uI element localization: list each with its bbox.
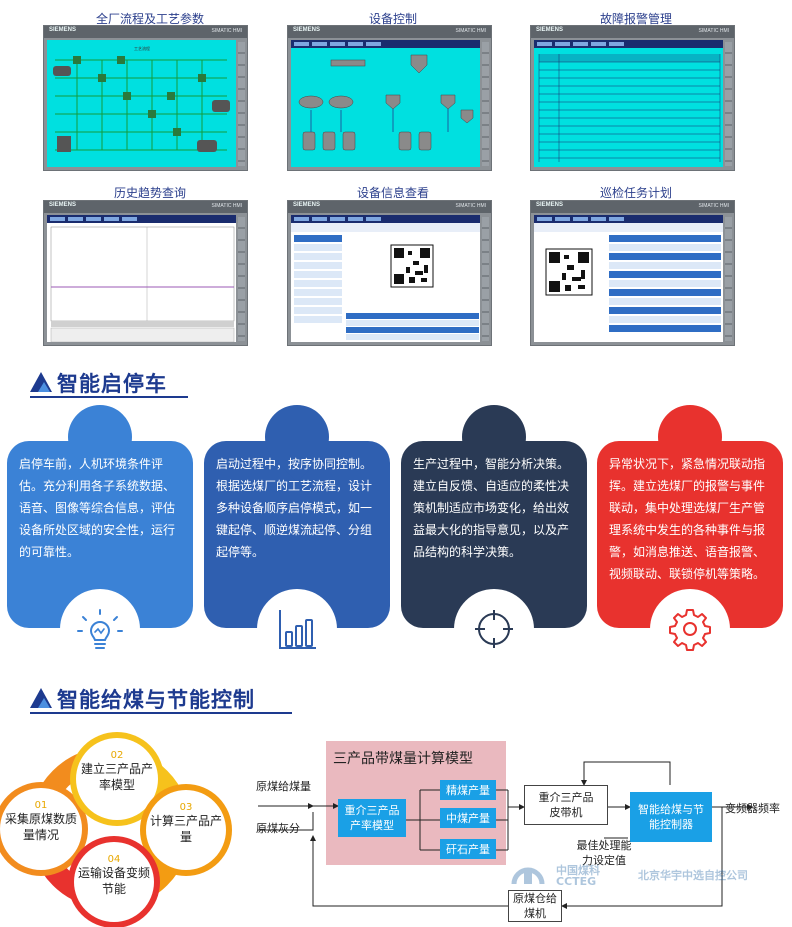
card-text: 启停车前，人机环境条件评估。充分利用各子系统数据、语音、图像等综合信息，评估设备…: [19, 457, 176, 559]
step-label: 运输设备变频节能: [77, 866, 150, 896]
step-label: 采集原煤数质量情况: [4, 812, 77, 842]
card-smart-decision: 生产过程中，智能分析决策。建立自反馈、自适应的柔性决策机制适应市场变化，给出效益…: [401, 391, 587, 669]
model-title: 三产品带煤量计算模型: [333, 751, 473, 767]
clean-coal-output: 精煤产量: [440, 780, 496, 800]
brand-label: SIEMENS: [536, 202, 564, 208]
hmi-label: SIMATIC HMI: [698, 203, 729, 209]
screen-content: [534, 40, 723, 167]
card-emergency-linkage: 异常状况下，紧急情况联动指挥。建立选煤厂的报警与事件联动，集中处理选煤厂生产管理…: [597, 391, 783, 669]
step-number: 01: [34, 800, 48, 811]
hmi-screen-device-info[interactable]: SIEMENS SIMATIC HMI: [287, 200, 492, 346]
screen-title: 设备信息查看: [356, 186, 429, 200]
screen-content: 工艺流程: [47, 40, 236, 167]
gear-icon: [669, 609, 711, 651]
vfd-frequency-label: 变频器频率: [725, 802, 780, 815]
hmi-label: SIMATIC HMI: [455, 28, 486, 34]
screen-content: [534, 215, 723, 342]
hmi-label: SIMATIC HMI: [211, 28, 242, 34]
step-collect-coal-data: 01 采集原煤数质量情况: [0, 788, 82, 870]
card-text: 生产过程中，智能分析决策。建立自反馈、自适应的柔性决策机制适应市场变化，给出效益…: [413, 457, 570, 559]
middling-output: 中煤产量: [440, 808, 496, 828]
screen-content: [291, 40, 480, 167]
step-label: 计算三产品产量: [149, 814, 222, 844]
cctag-logo-icon: [511, 867, 545, 885]
input-coal-ash: 原煤灰分: [256, 822, 300, 835]
setpoint-label: 最佳处理能力设定值: [576, 839, 632, 867]
step-number: 02: [110, 750, 124, 761]
card-startstop-assessment: 启停车前，人机环境条件评估。充分利用各子系统数据、语音、图像等综合信息，评估设备…: [7, 391, 193, 669]
rate-model-box: 重介三产品产率模型: [338, 799, 406, 837]
brand-label: SIEMENS: [293, 202, 321, 208]
hmi-screen-device-control[interactable]: SIEMENS SIMATIC HMI: [287, 25, 492, 171]
belt-conveyor-box: 重介三产品皮带机: [524, 785, 608, 825]
screen-title: 历史趋势查询: [113, 186, 186, 200]
screen-title: 全厂流程及工艺参数: [95, 12, 204, 26]
step-label: 建立三产品产率模型: [80, 762, 153, 792]
controller-box: 智能给煤与节能控制器: [630, 792, 712, 842]
logo-text-en: CCTEG: [556, 875, 597, 888]
brand-label: SIEMENS: [293, 27, 321, 33]
hmi-label: SIMATIC HMI: [211, 203, 242, 209]
company-name: 北京华宇中选自控公司: [638, 869, 748, 882]
card-sequence-control: 启动过程中，按序协同控制。根据选煤厂的工艺流程，设计多种设备顺序启停模式，如一键…: [204, 391, 390, 669]
input-coal-feed: 原煤给煤量: [256, 780, 311, 793]
hmi-label: SIMATIC HMI: [455, 203, 486, 209]
section-title: 智能给煤与节能控制: [57, 688, 255, 712]
step-number: 03: [179, 802, 193, 813]
svg-text:工艺流程: 工艺流程: [134, 45, 150, 51]
screen-content: [47, 215, 236, 342]
hmi-screen-inspection-plan[interactable]: SIEMENS SIMATIC HMI: [530, 200, 735, 346]
hmi-screen-alarm[interactable]: SIEMENS SIMATIC HMI: [530, 25, 735, 171]
screen-title: 设备控制: [368, 12, 417, 26]
coal-feeder-box: 原煤仓给煤机: [508, 890, 562, 922]
card-text: 异常状况下，紧急情况联动指挥。建立选煤厂的报警与事件联动，集中处理选煤厂生产管理…: [609, 457, 766, 581]
card-text: 启动过程中，按序协同控制。根据选煤厂的工艺流程，设计多种设备顺序启停模式，如一键…: [216, 457, 373, 559]
hmi-label: SIMATIC HMI: [698, 28, 729, 34]
brand-label: SIEMENS: [536, 27, 564, 33]
screen-title: 巡检任务计划: [599, 186, 672, 200]
brand-label: SIEMENS: [49, 202, 77, 208]
brand-label: SIEMENS: [49, 27, 77, 33]
step-number: 04: [107, 854, 121, 865]
step-calc-output: 03 计算三产品产量: [146, 790, 226, 870]
step-build-model: 02 建立三产品产率模型: [76, 738, 158, 820]
section-title: 智能启停车: [57, 372, 167, 396]
step-vfd-saving: 04 运输设备变频节能: [74, 842, 154, 922]
hmi-screen-process[interactable]: SIEMENS SIMATIC HMI 工艺流程: [43, 25, 248, 171]
screen-title: 故障报警管理: [599, 12, 672, 26]
logo-text-cn: 中国煤科: [556, 864, 600, 877]
hmi-screen-history-trend[interactable]: SIEMENS SIMATIC HMI: [43, 200, 248, 346]
crosshair-icon: [475, 610, 513, 648]
lightbulb-icon: [77, 609, 123, 649]
screen-content: [291, 215, 480, 342]
gangue-output: 矸石产量: [440, 839, 496, 859]
bar-chart-icon: [279, 610, 316, 649]
